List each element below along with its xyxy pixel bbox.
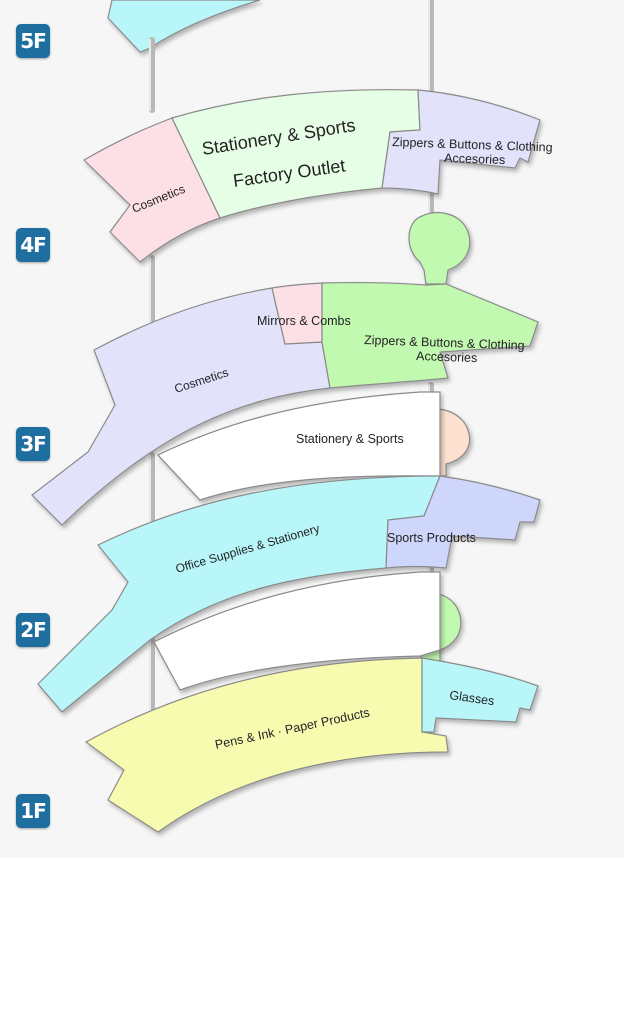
zone-3f-cosmetics[interactable] [31,287,331,526]
floor-3f-elevator-lobby [408,211,471,285]
floor-map: Cosmetics Stationery & Sports Factory Ou… [16,0,553,833]
zone-1f-glasses[interactable] [421,657,539,733]
zone-3f-zippers-buttons[interactable] [321,282,539,389]
label-3f-zippers-line1: Zippers & Buttons & Clothing [364,333,525,353]
floor-2f-map [37,391,541,713]
label-2f-stationery-sports: Stationery & Sports [296,432,404,446]
floor-badge-2f[interactable]: 2F [16,613,50,647]
zone-2f-sports-products[interactable] [385,475,541,569]
floor-map-svg: Cosmetics Stationery & Sports Factory Ou… [31,0,553,833]
label-1f-glasses: Glasses [449,688,496,708]
zone-3f-lobby[interactable] [408,211,471,285]
floor-badge-3f[interactable]: 3F [16,427,50,461]
label-4f-zippers-line1: Zippers & Buttons & Clothing [392,135,553,155]
floor-3f-map [31,282,539,526]
label-4f-zippers-line2: Accesories [444,151,506,167]
zone-1f-pens-paper[interactable] [84,657,449,833]
zone-1f-white-corridor [153,571,441,691]
floor-5f-map [107,0,261,53]
zone-2f-stationery-sports[interactable] [157,391,441,501]
zone-5f-partial[interactable] [107,0,261,53]
floor-4f-map [83,89,541,263]
label-3f-mirrors-combs: Mirrors & Combs [257,314,351,328]
floor-badge-1f[interactable]: 1F [16,794,50,828]
zone-4f-zippers-buttons[interactable] [381,89,541,195]
floor-badge-4f[interactable]: 4F [16,228,50,262]
floor-badge-5f[interactable]: 5F [16,24,50,58]
label-2f-sports-products: Sports Products [387,531,476,545]
floor-1f-map [84,571,539,833]
label-3f-zippers-line2: Accesories [416,349,478,365]
